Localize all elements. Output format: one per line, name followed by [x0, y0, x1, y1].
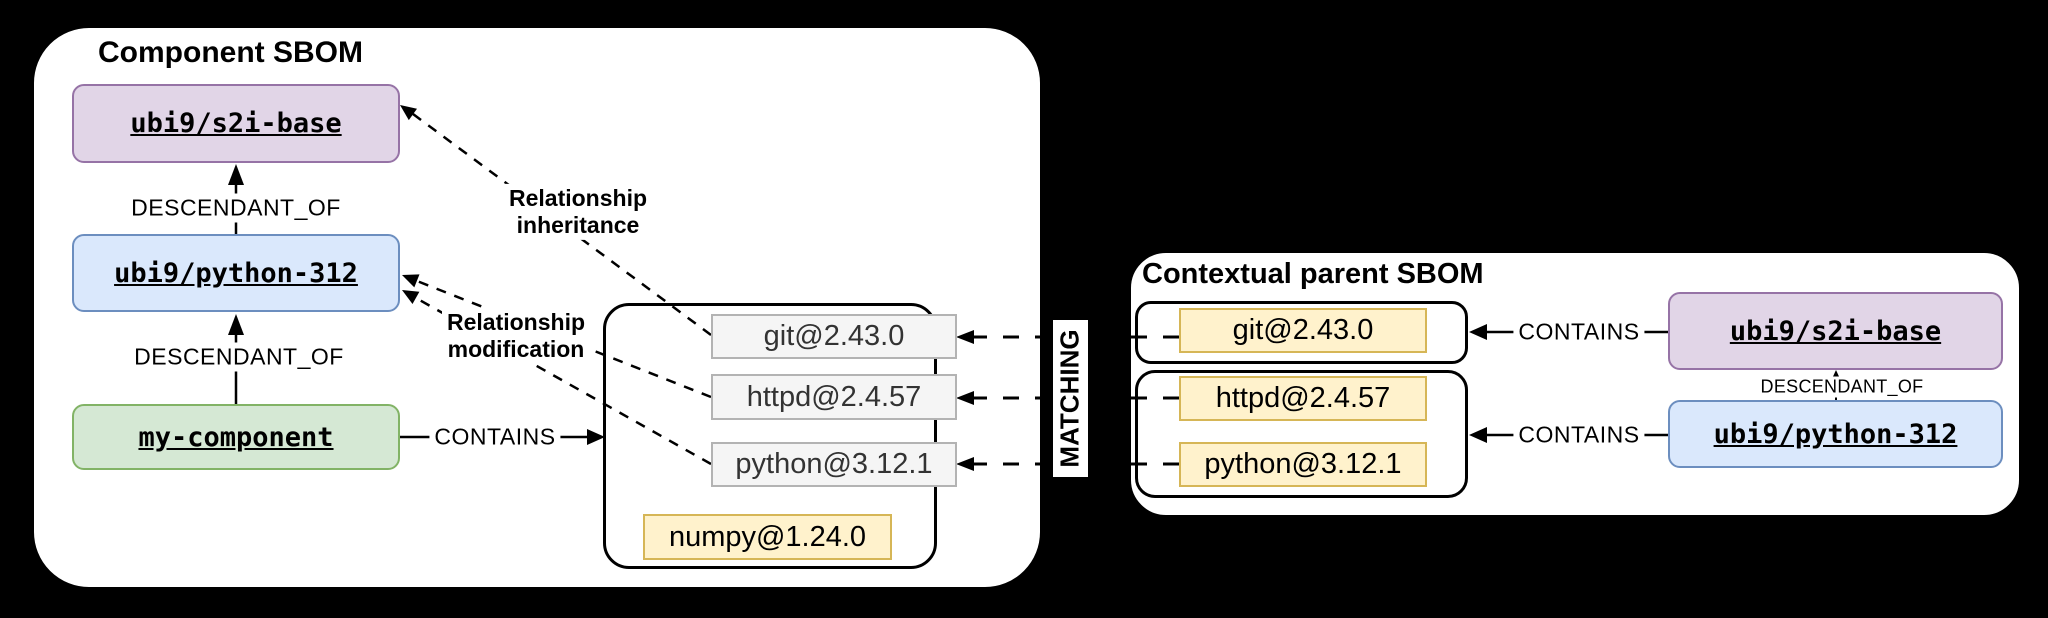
descendant-of-label-top: DESCENDANT_OF: [126, 193, 346, 223]
pkg-httpd-parent: httpd@2.4.57: [1179, 376, 1427, 421]
node-ubi9-python-312: ubi9/python-312: [72, 234, 400, 312]
matching-label-text: MATCHING: [1055, 329, 1086, 468]
contains-label-right-bottom: CONTAINS: [1513, 420, 1645, 450]
contains-label-right-top: CONTAINS: [1513, 317, 1645, 347]
relationship-inheritance-line1: Relationship: [508, 184, 648, 211]
matching-label: MATCHING: [1053, 320, 1088, 477]
contains-label-left: CONTAINS: [429, 422, 561, 452]
parent-git-container: [1135, 301, 1468, 364]
pkg-httpd-component: httpd@2.4.57: [711, 374, 957, 420]
pkg-numpy-component: numpy@1.24.0: [643, 514, 892, 560]
pkg-python-parent: python@3.12.1: [1179, 442, 1427, 487]
relationship-modification-label: Relationship modification: [441, 307, 591, 365]
contextual-parent-sbom-title: Contextual parent SBOM: [1142, 258, 1484, 290]
node-ubi9-s2i-base-parent: ubi9/s2i-base: [1668, 292, 2003, 370]
component-sbom-title: Component SBOM: [98, 36, 363, 69]
node-my-component: my-component: [72, 404, 400, 470]
node-ubi9-python-312-parent: ubi9/python-312: [1668, 400, 2003, 468]
pkg-git-component: git@2.43.0: [711, 314, 957, 359]
pkg-git-parent: git@2.43.0: [1179, 308, 1427, 353]
node-ubi9-s2i-base: ubi9/s2i-base: [72, 84, 400, 163]
parent-httpd-python-container: [1135, 370, 1468, 498]
descendant-of-label-bottom: DESCENDANT_OF: [129, 342, 349, 372]
descendant-of-label-right: DESCENDANT_OF: [1757, 376, 1927, 398]
relationship-inheritance-line2: inheritance: [516, 212, 640, 238]
pkg-python-component: python@3.12.1: [711, 442, 957, 487]
relationship-modification-line2: modification: [447, 336, 585, 362]
relationship-modification-line1: Relationship: [446, 308, 586, 335]
relationship-inheritance-label: Relationship inheritance: [503, 183, 653, 241]
